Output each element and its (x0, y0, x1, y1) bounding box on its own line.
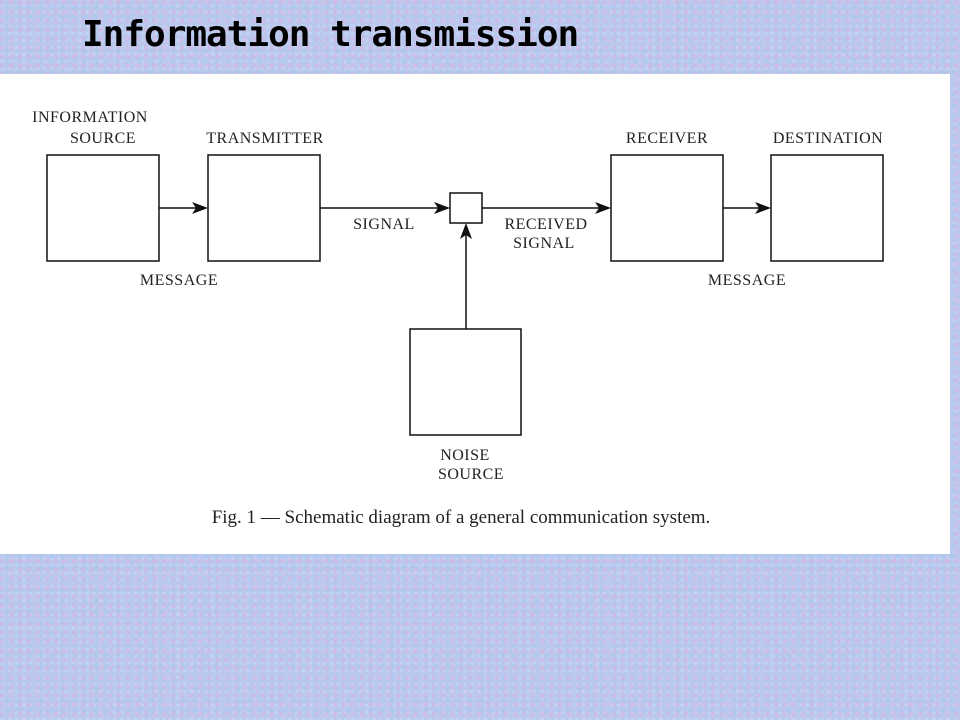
noise-source-label-line1: NOISE (440, 447, 490, 464)
destination-label: DESTINATION (773, 130, 883, 147)
message-label-right: MESSAGE (708, 272, 786, 289)
slide-title: Information transmission (82, 14, 579, 55)
signal-label: SIGNAL (353, 216, 415, 233)
arrowhead-icon (192, 202, 208, 214)
arrowhead-icon (460, 223, 472, 239)
communication-diagram: INFORMATION SOURCE TRANSMITTER RECEIVER … (32, 109, 884, 528)
noise-source-box (409, 328, 522, 436)
receiver-box (610, 154, 724, 262)
channel-box (449, 192, 483, 224)
transmitter-box (207, 154, 321, 262)
destination-box (770, 154, 884, 262)
message-label-left: MESSAGE (140, 272, 218, 289)
information-source-label-line1: INFORMATION (32, 109, 148, 126)
received-signal-label-line1: RECEIVED (504, 216, 587, 233)
information-source-label-line2: SOURCE (70, 130, 136, 147)
receiver-label: RECEIVER (626, 130, 708, 147)
noise-source-label-line2: SOURCE (438, 466, 504, 483)
arrowhead-icon (595, 202, 611, 214)
figure-caption: Fig. 1 — Schematic diagram of a general … (212, 507, 711, 528)
information-source-box (46, 154, 160, 262)
received-signal-label-line2: SIGNAL (513, 235, 575, 252)
arrowhead-icon (755, 202, 771, 214)
diagram-panel: INFORMATION SOURCE TRANSMITTER RECEIVER … (0, 74, 950, 554)
transmitter-label: TRANSMITTER (206, 130, 324, 147)
arrowhead-icon (434, 202, 450, 214)
